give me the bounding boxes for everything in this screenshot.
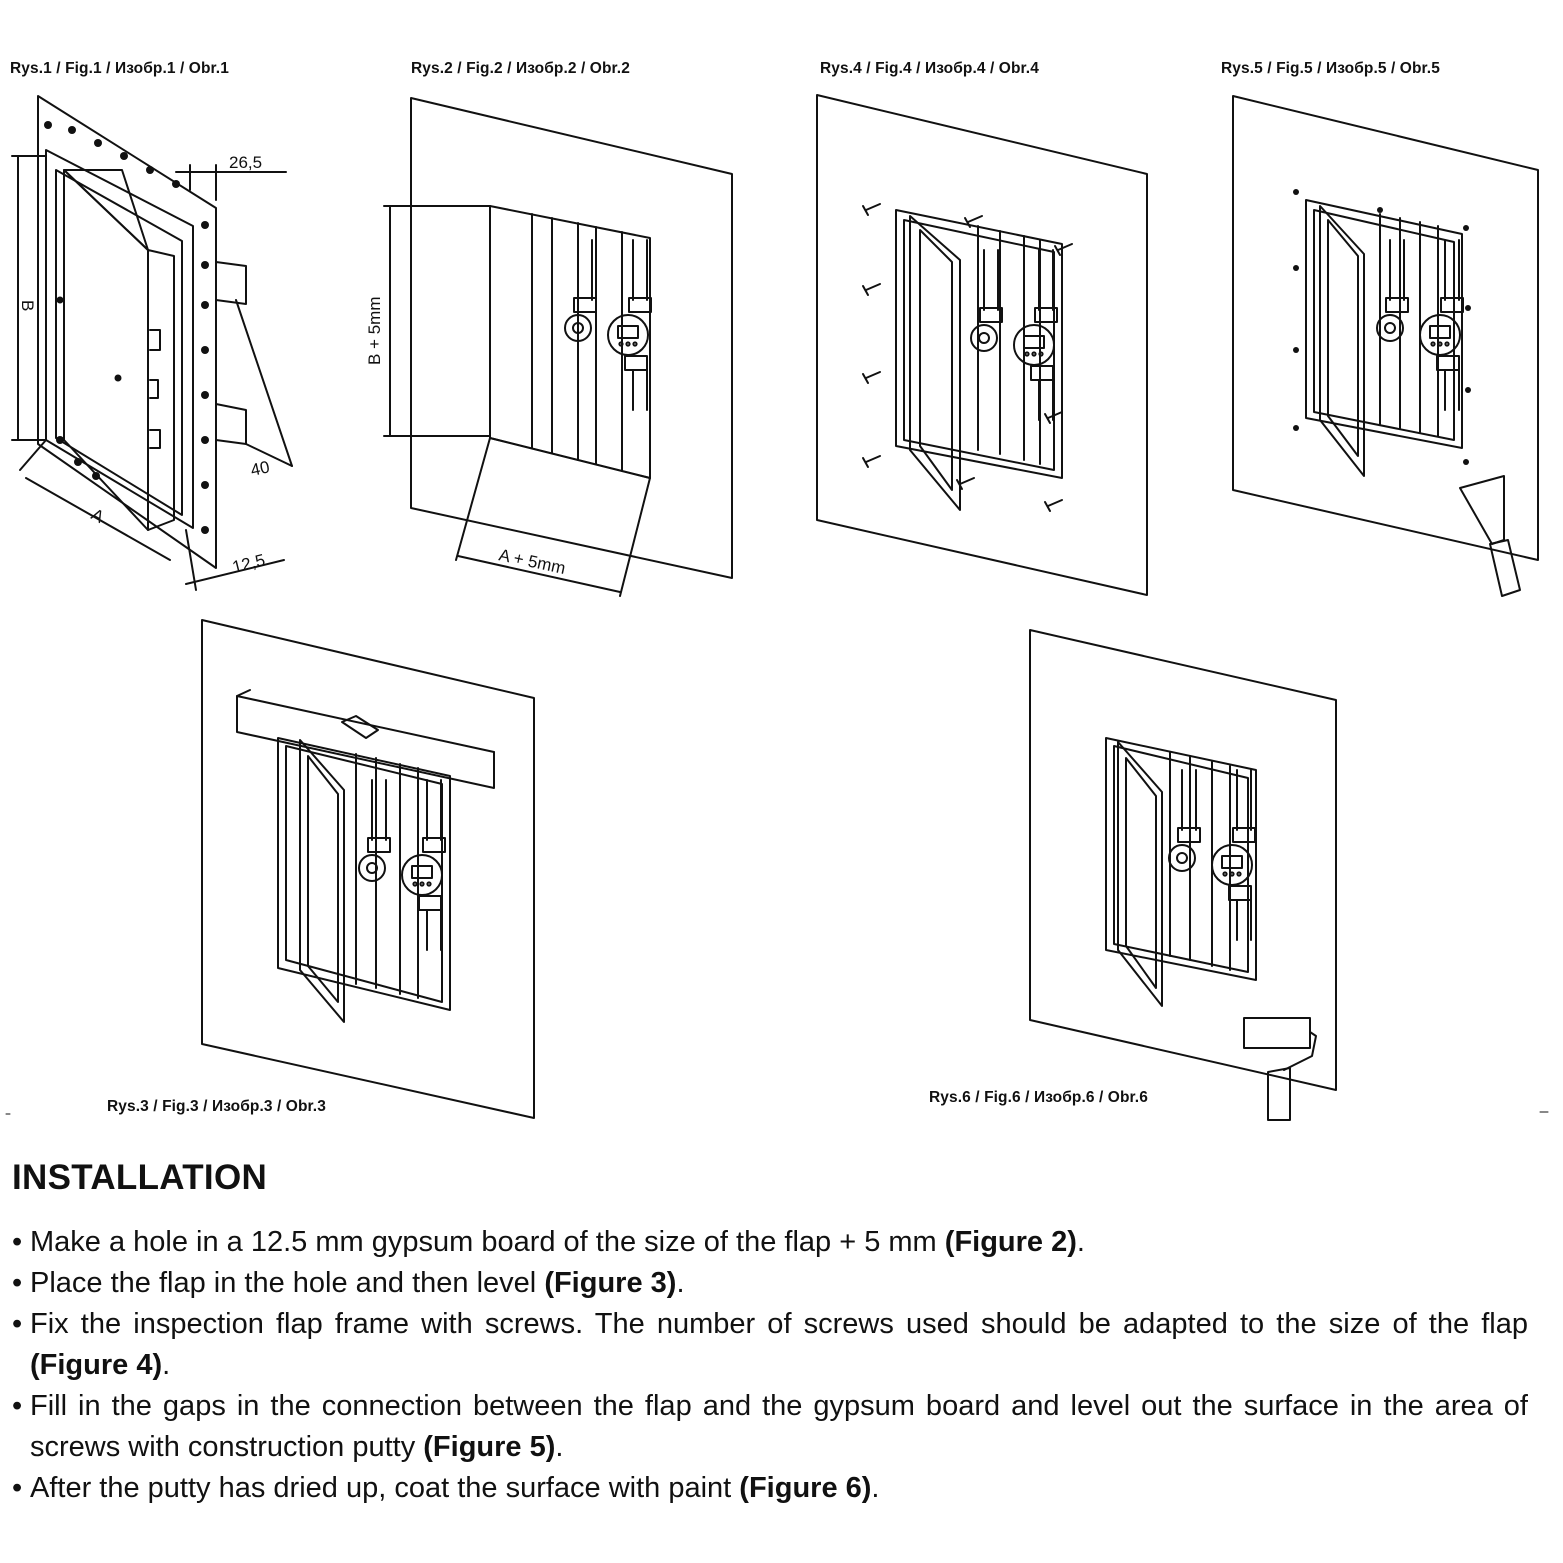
step-text: Fix the inspection flap frame with screw… [30,1308,1528,1340]
installation-heading: INSTALLATION [12,1158,268,1197]
figure-ref: (Figure 5) [423,1431,556,1463]
step-5: • After the putty has dried up, coat the… [12,1468,1528,1509]
step-end: . [1076,1226,1085,1258]
step-2: • Place the flap in the hole and then le… [12,1263,1528,1304]
bullet: • [12,1226,23,1258]
figure-5-label: Rys.5 / Fig.5 / Изобр.5 / Obr.5 [1221,60,1440,77]
step-end: . [162,1349,171,1381]
dimension-40: 40 [249,457,271,480]
bullet: • [12,1390,23,1422]
dimension-b: B [18,300,37,311]
step-end: . [871,1472,880,1504]
figure-5-drawing [1232,95,1539,597]
bullet: • [12,1472,23,1504]
figure-6-label: Rys.6 / Fig.6 / Изобр.6 / Obr.6 [929,1089,1148,1106]
figure-ref: (Figure 2) [944,1226,1077,1258]
step-text: Place the flap in the hole and then leve… [30,1267,545,1299]
bullet: • [12,1267,23,1299]
step-end: . [555,1431,564,1463]
figure-4-label: Rys.4 / Fig.4 / Изобр.4 / Obr.4 [820,60,1039,77]
step-end: . [676,1267,685,1299]
figure-1-drawing: 26,5 B A 40 12,5 [11,95,293,591]
dimension-12-5: 12,5 [230,550,267,576]
figure-3-label: Rys.3 / Fig.3 / Изобр.3 / Obr.3 [107,1098,326,1115]
figure-2-label: Rys.2 / Fig.2 / Изобр.2 / Obr.2 [411,60,630,77]
step-text: After the putty has dried up, coat the s… [30,1472,740,1504]
bullet: • [12,1308,23,1340]
installation-steps: • Make a hole in a 12.5 mm gypsum board … [12,1222,1528,1509]
installation-figures: 26,5 B A 40 12,5 B + 5mm A + 5mm [5,94,1549,1121]
figure-1-label: Rys.1 / Fig.1 / Изобр.1 / Obr.1 [10,60,229,77]
step-4: • Fill in the gaps in the connection bet… [12,1386,1528,1468]
figure-2-drawing: B + 5mm A + 5mm [365,97,733,597]
figure-ref: (Figure 6) [739,1472,872,1504]
figure-ref: (Figure 3) [544,1267,677,1299]
step-text: Fill in the gaps in the connection betwe… [30,1390,1528,1463]
dimension-26-5: 26,5 [229,153,262,172]
step-text: Make a hole in a 12.5 mm gypsum board of… [30,1226,945,1258]
step-3: • Fix the inspection flap frame with scr… [12,1304,1528,1386]
figure-3-drawing [201,619,535,1119]
figure-6-drawing [1029,629,1337,1121]
figure-ref: (Figure 4) [30,1349,163,1381]
step-1: • Make a hole in a 12.5 mm gypsum board … [12,1222,1528,1263]
figure-4-drawing [816,94,1148,596]
dimension-b-plus-5mm: B + 5mm [365,297,384,366]
